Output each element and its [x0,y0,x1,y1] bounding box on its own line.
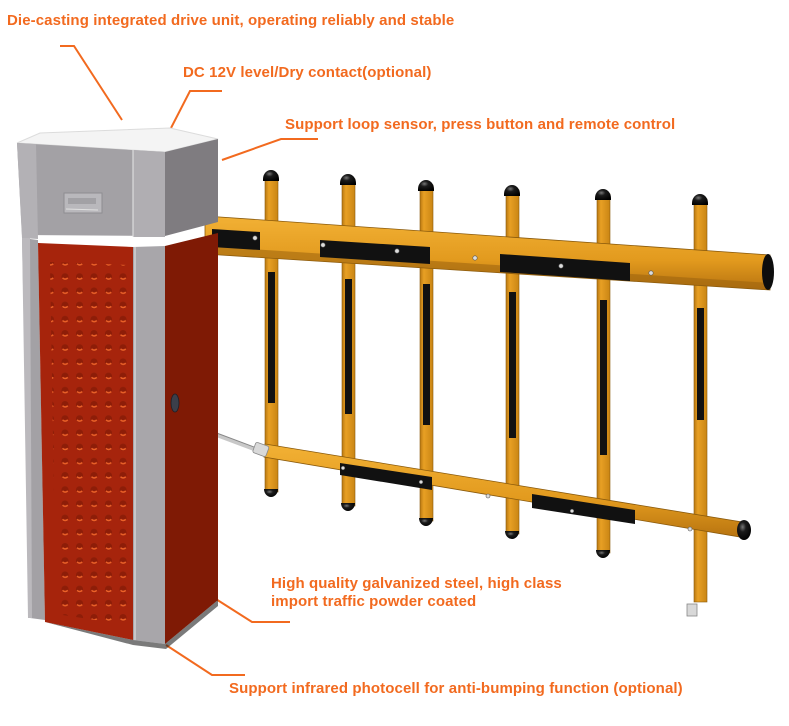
leader-drive-unit [60,45,123,121]
leader-photocell [165,644,245,676]
post-cap-icon [596,550,610,558]
barrier-cabinet [16,127,219,649]
reflective-strip [532,494,635,524]
reflective-strip [697,308,704,420]
reflective-strip [423,284,430,425]
reflective-strip [340,463,432,490]
post-cap-icon [341,503,355,511]
callout-control-support: Support loop sensor, press button and re… [285,116,676,133]
perforated-panel [38,243,133,640]
support-foot [686,603,698,617]
reflective-strip [345,279,352,414]
lower-boom [212,431,751,540]
fence-upright [504,185,520,539]
leader-control-support [221,138,318,161]
fence-arm [204,170,774,603]
reflective-strip [320,240,430,264]
post-cap-icon [595,189,611,200]
nameplate [63,192,103,214]
post-cap-icon [504,185,520,196]
post-cap-icon [505,531,519,539]
post-cap-icon [419,518,433,526]
callout-leaders [60,45,318,676]
reflective-strip [212,229,260,250]
post-cap-icon [264,489,278,497]
fence-upright [595,189,611,558]
reflective-strip [600,300,607,455]
post-cap-icon [340,174,356,185]
fence-upright [418,180,434,526]
lock-icon [170,393,180,413]
reflective-strip [500,254,630,281]
post-cap-icon [418,180,434,191]
reflective-strip [268,272,275,403]
callout-photocell: Support infrared photocell for anti-bump… [229,680,683,697]
callout-steel-coating-line-2: import traffic powder coated [271,593,477,610]
callout-drive-unit: Die-casting integrated drive unit, opera… [7,12,455,29]
post-cap-icon [692,194,708,205]
callout-dc-contact: DC 12V level/Dry contact(optional) [183,64,432,81]
callout-steel-coating: High quality galvanized steel, high clas… [271,575,562,611]
main-boom [204,215,774,291]
fence-upright [692,194,708,603]
post-cap-icon [263,170,279,181]
reflective-strip [509,292,516,438]
leader-dc-contact [170,90,222,129]
callout-steel-coating-line-1: High quality galvanized steel, high clas… [271,575,562,592]
leader-steel-coating [207,593,290,623]
